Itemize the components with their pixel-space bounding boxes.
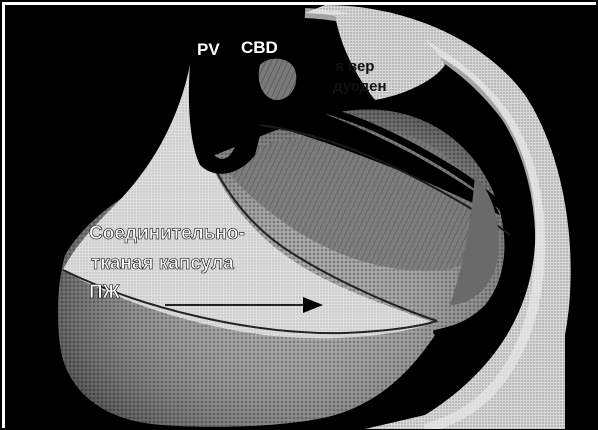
label-cbd: CBD — [241, 38, 278, 57]
label-upper-right-2: дуоден — [333, 78, 387, 95]
label-capsule-3: ПЖ — [89, 282, 121, 303]
label-capsule-1: Соединительно- — [89, 223, 245, 244]
label-upper-right-1: я вер — [335, 58, 374, 75]
label-capsule-2: тканая капсула — [91, 253, 234, 274]
label-pv: PV — [197, 40, 220, 59]
anatomical-illustration: PV CBD я вер дуоден Соединительно- ткана… — [5, 5, 597, 429]
